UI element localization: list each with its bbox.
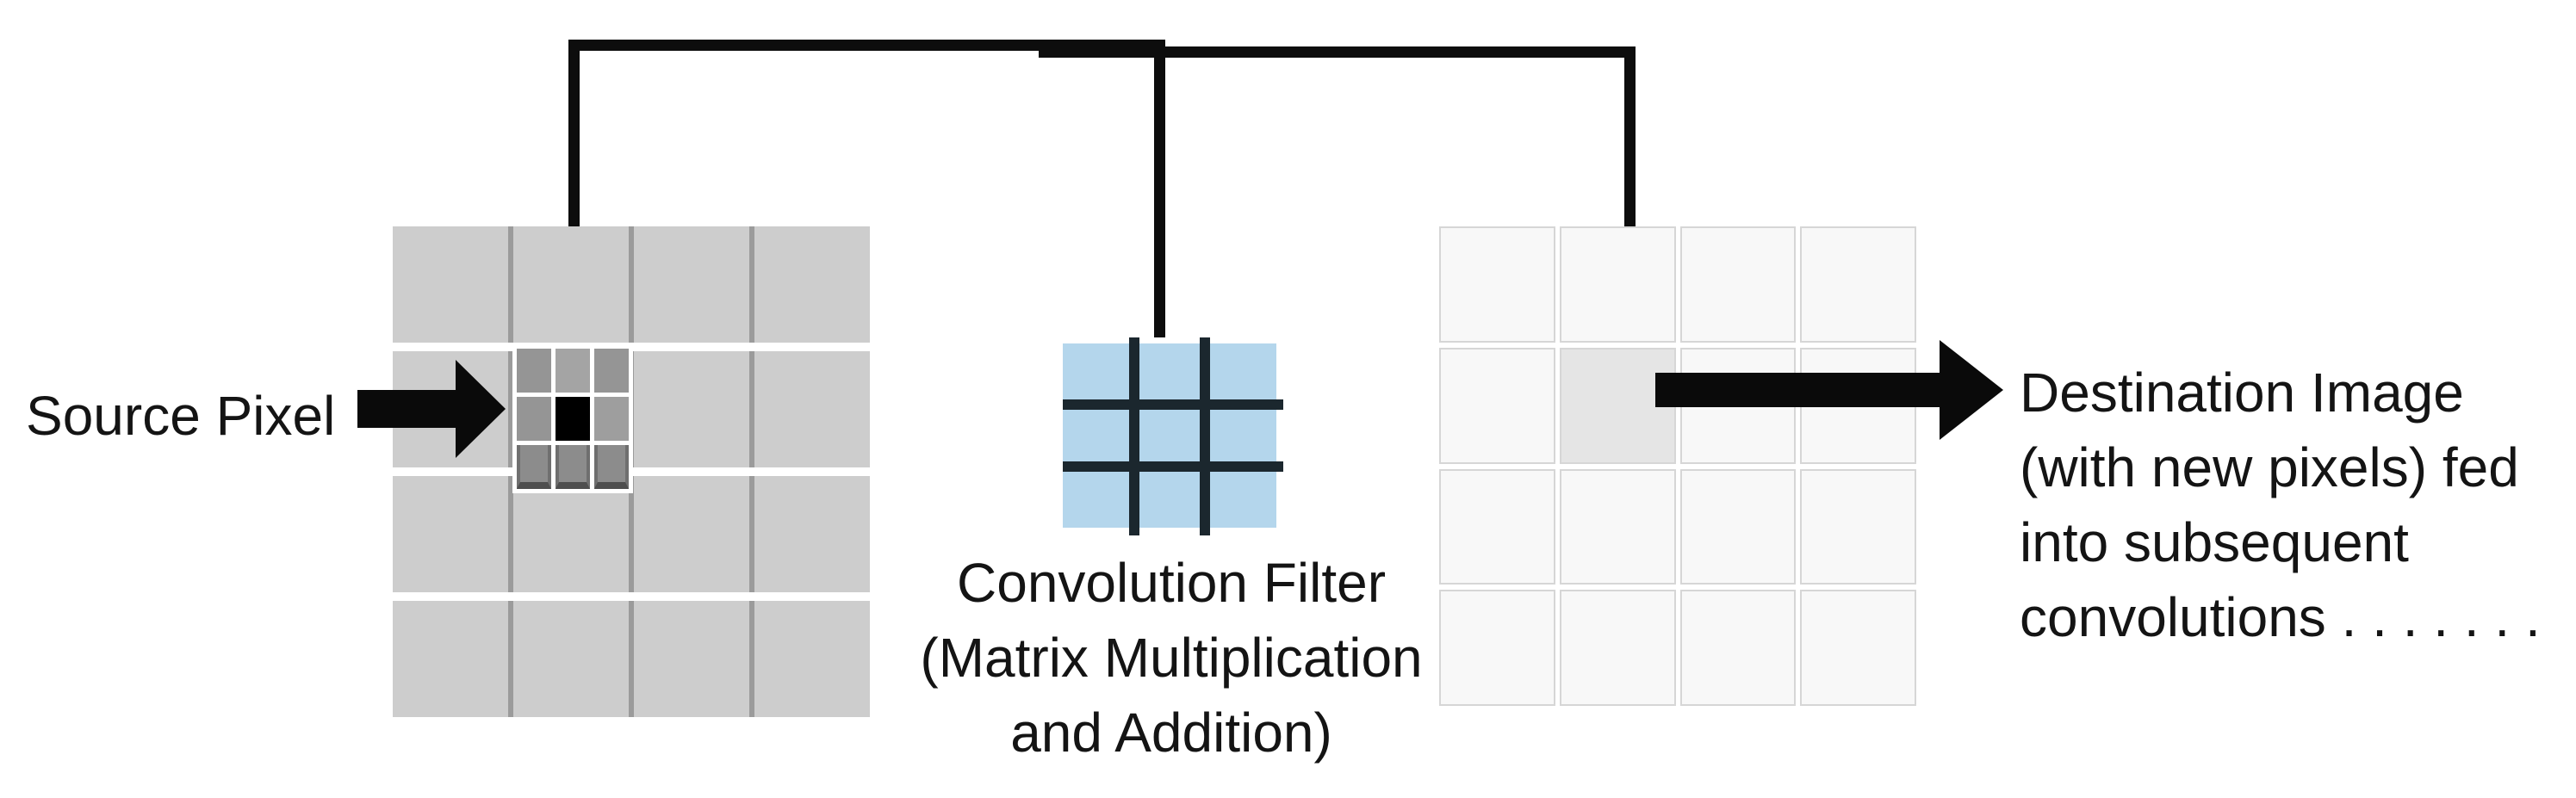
arrow-head [456, 360, 506, 458]
grid-cell [513, 601, 629, 717]
arrow-shaft [357, 390, 457, 428]
filter-label-line: (Matrix Multiplication [920, 627, 1423, 689]
filter-grid-line [1063, 399, 1283, 410]
kernel-overlay-cell [556, 445, 590, 489]
kernel-overlay-cell [517, 397, 551, 441]
grid-cell [1559, 468, 1676, 585]
filter-label-line: and Addition) [1010, 702, 1332, 764]
destination-image-grid [1439, 226, 1916, 706]
filter-label-line: Convolution Filter [957, 552, 1386, 614]
grid-cell [754, 351, 870, 467]
grid-cell [634, 476, 749, 592]
filter-grid-line [1200, 337, 1210, 535]
grid-cell [1559, 590, 1676, 706]
source-pixel-cell [556, 397, 590, 441]
grid-cell [1439, 590, 1555, 706]
connector-drop-filter-line [1154, 40, 1165, 337]
grid-row [1439, 468, 1916, 585]
grid-cell [1559, 226, 1676, 343]
filter-grid-line [1063, 461, 1283, 472]
convolution-filter-label: Convolution Filter (Matrix Multiplicatio… [870, 546, 1473, 770]
kernel-overlay-cell [594, 397, 629, 441]
grid-row [393, 601, 870, 717]
kernel-overlay-cell [594, 445, 629, 489]
arrow-head [1940, 340, 2003, 440]
grid-cell [1800, 590, 1916, 706]
grid-cell [393, 476, 508, 592]
arrow-shaft [1655, 373, 1941, 407]
grid-cell [1439, 468, 1555, 585]
grid-cell [634, 601, 749, 717]
grid-cell [393, 601, 508, 717]
grid-cell [634, 351, 749, 467]
grid-row [1439, 590, 1916, 706]
source-pixel-neighborhood-overlay [512, 344, 633, 493]
grid-cell [1679, 226, 1797, 343]
grid-row [393, 476, 870, 592]
destination-label-line: (with new pixels) fed [2020, 436, 2519, 498]
grid-cell [1800, 226, 1916, 343]
grid-cell [1439, 226, 1555, 343]
destination-label-line: into subsequent [2020, 511, 2409, 573]
kernel-overlay-cell [556, 349, 590, 393]
grid-cell [1439, 347, 1555, 464]
connector-filter-to-destination-line [1039, 46, 1636, 58]
grid-cell [754, 226, 870, 343]
convolution-filter-kernel [1063, 343, 1276, 528]
grid-cell [393, 226, 508, 343]
destination-label-line: Destination Image [2020, 362, 2464, 424]
grid-cell [634, 226, 749, 343]
kernel-overlay-cell [594, 349, 629, 393]
grid-cell [1679, 590, 1797, 706]
grid-cell [754, 601, 870, 717]
connector-source-to-filter-line [568, 40, 1165, 51]
destination-label-line: convolutions . . . . . . . [2020, 586, 2541, 648]
kernel-overlay-cell [517, 349, 551, 393]
grid-cell [513, 476, 629, 592]
grid-cell [754, 476, 870, 592]
grid-row [393, 226, 870, 343]
filter-grid-line [1129, 337, 1139, 535]
grid-cell [513, 226, 629, 343]
kernel-overlay-cell [517, 445, 551, 489]
grid-cell [1679, 468, 1797, 585]
destination-image-label: Destination Image (with new pixels) fed … [2020, 356, 2541, 655]
grid-row [1439, 226, 1916, 343]
source-pixel-label: Source Pixel [26, 385, 336, 447]
grid-cell [1800, 468, 1916, 585]
